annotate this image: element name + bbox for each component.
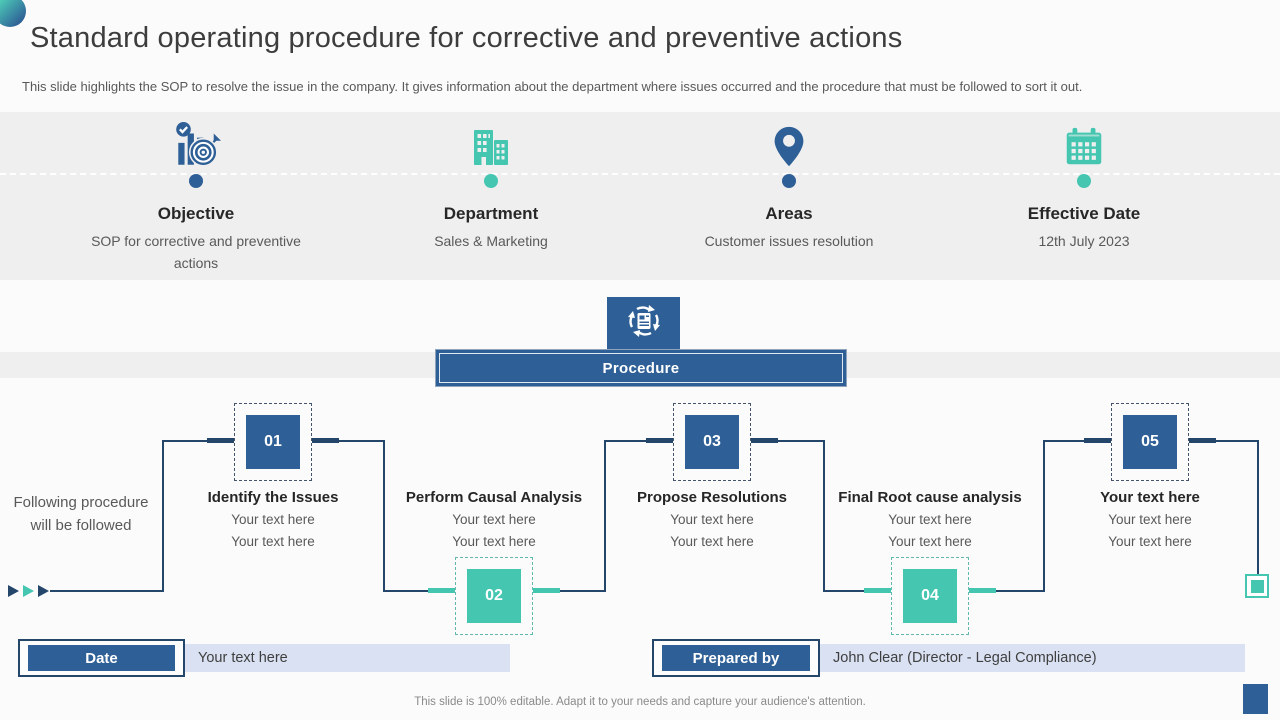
- connector-line: [383, 440, 385, 592]
- connector-line: [1043, 440, 1045, 592]
- connector-tick: [864, 588, 891, 593]
- date-field-label: Date: [28, 645, 175, 671]
- intro-arrow-icon: [38, 585, 49, 597]
- info-band: [0, 112, 1280, 280]
- connector-tick: [646, 438, 673, 443]
- step-text-block: Propose Resolutions Your text here Your …: [597, 487, 827, 553]
- timeline-dot: [484, 174, 498, 188]
- step-number-badge: 05: [1123, 415, 1177, 469]
- info-card-label: Department: [443, 204, 539, 223]
- info-card-areas: Areas Customer issues resolution: [639, 112, 939, 252]
- connector-tick: [428, 588, 455, 593]
- corner-decoration-square: [1243, 684, 1268, 714]
- info-card-value: 12th July 2023: [1038, 233, 1130, 249]
- prepared-by-field-value-text: John Clear (Director - Legal Compliance): [833, 650, 1097, 666]
- connector-tick: [533, 588, 560, 593]
- step-placeholder-text[interactable]: Your text here: [1108, 534, 1192, 549]
- timeline-dot: [189, 174, 203, 188]
- info-card-effective-date: Effective Date 12th July 2023: [934, 112, 1234, 252]
- connector-tick: [1084, 438, 1111, 443]
- step-title: Perform Causal Analysis: [405, 489, 583, 506]
- date-field-value-text: Your text here: [198, 650, 288, 666]
- step-number: 04: [921, 587, 939, 604]
- step-placeholder-text[interactable]: Your text here: [231, 534, 315, 549]
- step-placeholder-text[interactable]: Your text here: [452, 534, 536, 549]
- timeline-end-marker: [1245, 574, 1269, 598]
- map-pin-icon: [639, 119, 939, 171]
- slide-subtitle: This slide highlights the SOP to resolve…: [22, 79, 1083, 94]
- step-placeholder-text[interactable]: Your text here: [888, 512, 972, 527]
- info-card-value: SOP for corrective and preventive action…: [91, 233, 301, 271]
- footer-note: This slide is 100% editable. Adapt it to…: [414, 696, 866, 708]
- timeline-dot: [1077, 174, 1091, 188]
- info-card-objective: Objective SOP for corrective and prevent…: [46, 112, 346, 274]
- connector-tick: [312, 438, 339, 443]
- connector-line: [162, 440, 164, 592]
- info-card-value: Sales & Marketing: [434, 233, 548, 249]
- step-text-block: Your text here Your text here Your text …: [1035, 487, 1265, 553]
- procedure-banner-label: Procedure: [439, 353, 843, 383]
- step-text-block: Perform Causal Analysis Your text here Y…: [379, 487, 609, 553]
- connector-line: [50, 590, 164, 592]
- info-card-label: Objective: [157, 204, 235, 223]
- info-card-label: Areas: [765, 204, 813, 223]
- step-placeholder-text[interactable]: Your text here: [670, 534, 754, 549]
- step-placeholder-text[interactable]: Your text here: [1108, 512, 1192, 527]
- step-placeholder-text[interactable]: Your text here: [670, 512, 754, 527]
- info-card-value: Customer issues resolution: [704, 233, 874, 249]
- intro-arrow-icon: [8, 585, 19, 597]
- step-number-badge: 01: [246, 415, 300, 469]
- connector-line: [1257, 440, 1259, 576]
- intro-arrow-icon: [23, 585, 34, 597]
- connector-line: [604, 440, 606, 592]
- timeline-intro-text: Following procedure will be followed: [13, 494, 149, 534]
- connector-tick: [1189, 438, 1216, 443]
- step-text-block: Identify the Issues Your text here Your …: [158, 487, 388, 553]
- procedure-icon-box: [607, 297, 680, 349]
- step-title: Final Root cause analysis: [838, 489, 1022, 506]
- info-card-label: Effective Date: [1027, 204, 1141, 223]
- step-number-badge: 02: [467, 569, 521, 623]
- step-placeholder-text[interactable]: Your text here: [452, 512, 536, 527]
- step-title: Identify the Issues: [207, 489, 339, 506]
- step-number-badge: 04: [903, 569, 957, 623]
- step-title: Propose Resolutions: [636, 489, 788, 506]
- step-placeholder-text[interactable]: Your text here: [231, 512, 315, 527]
- step-text-block: Final Root cause analysis Your text here…: [815, 487, 1045, 553]
- step-number-badge: 03: [685, 415, 739, 469]
- connector-line: [823, 440, 825, 592]
- connector-tick: [207, 438, 234, 443]
- info-band-dashed-line: [0, 173, 1280, 175]
- corner-decoration-circle: [0, 0, 26, 27]
- step-number: 05: [1141, 433, 1159, 450]
- info-card-department: Department Sales & Marketing: [341, 112, 641, 252]
- step-number: 03: [703, 433, 721, 450]
- calendar-icon: [934, 119, 1234, 171]
- step-number: 02: [485, 587, 503, 604]
- date-field-value[interactable]: Your text here: [185, 644, 510, 672]
- buildings-icon: [341, 119, 641, 171]
- connector-tick: [751, 438, 778, 443]
- procedure-banner: Procedure: [435, 349, 847, 387]
- document-cycle-icon: [624, 301, 664, 346]
- step-number: 01: [264, 433, 282, 450]
- connector-tick: [969, 588, 996, 593]
- step-title: Your text here: [1100, 489, 1200, 506]
- prepared-by-field-value[interactable]: John Clear (Director - Legal Compliance): [820, 644, 1245, 672]
- timeline-dot: [782, 174, 796, 188]
- prepared-by-field-label: Prepared by: [662, 645, 810, 671]
- step-placeholder-text[interactable]: Your text here: [888, 534, 972, 549]
- page-title: Standard operating procedure for correct…: [30, 22, 903, 54]
- target-bar-chart-icon: [46, 119, 346, 171]
